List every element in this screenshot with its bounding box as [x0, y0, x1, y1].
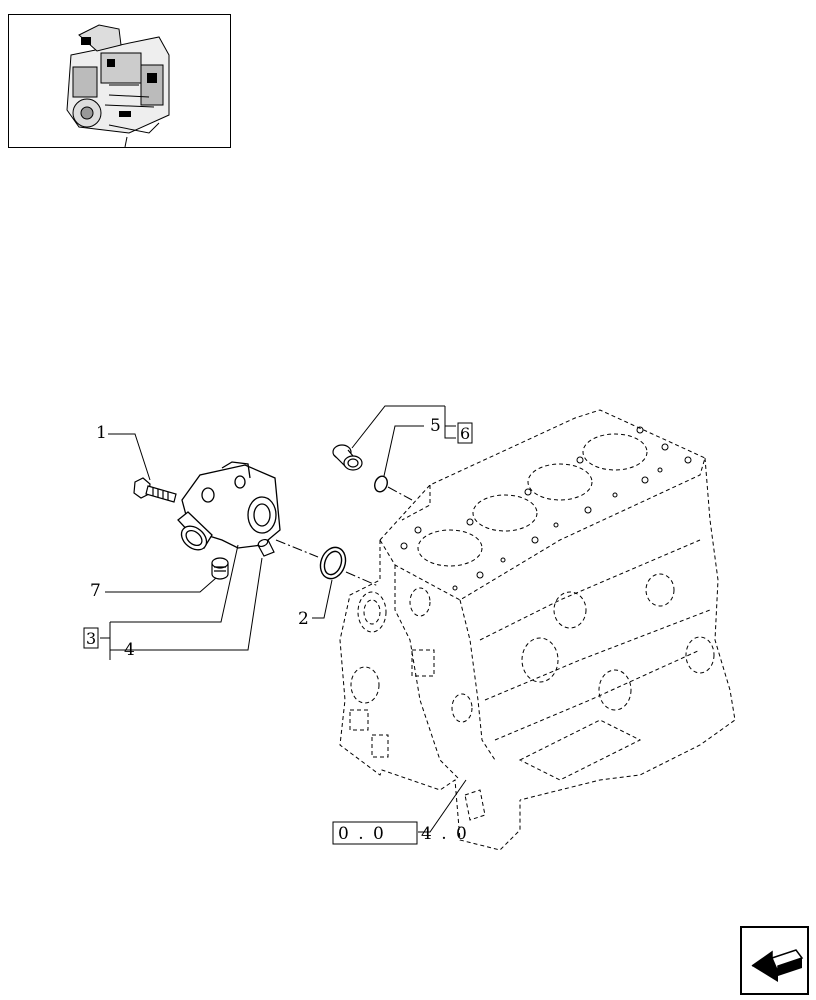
seal-ring-part-2[interactable]: [316, 544, 349, 582]
engine-thumbnail[interactable]: [8, 14, 231, 148]
bolt-part-1[interactable]: [133, 477, 177, 503]
engine-assembly-icon: [66, 24, 170, 148]
dowel-part-4[interactable]: [257, 538, 275, 557]
callout-7: 7: [90, 581, 101, 601]
previous-page-button[interactable]: [740, 926, 809, 995]
section-reference[interactable]: 0 . 0 4 . 0: [332, 821, 469, 845]
assembly-axis-lines: [275, 486, 413, 587]
callout-5: 5: [430, 416, 441, 436]
deck-bolt-holes: [400, 426, 692, 591]
callout-3-box: 3: [83, 627, 99, 649]
callout-4: 4: [124, 640, 135, 660]
fitting-part-5[interactable]: [332, 444, 363, 471]
callout-1: 1: [96, 423, 107, 443]
callout-6: 6: [460, 424, 470, 443]
callout-2: 2: [298, 609, 309, 629]
thermostat-housing[interactable]: [177, 461, 281, 555]
leader-lines: [100, 405, 467, 833]
previous-page-arrow-icon: [751, 949, 804, 982]
engine-block: [339, 409, 736, 851]
callout-6-box: 6: [457, 422, 473, 444]
callout-3: 3: [86, 629, 96, 648]
reference-boxed-part: 0 . 0: [338, 824, 386, 844]
plug-part-7[interactable]: [211, 557, 229, 580]
reference-rest-part: 4 . 0: [421, 824, 469, 844]
o-ring-part-6[interactable]: [373, 474, 390, 493]
